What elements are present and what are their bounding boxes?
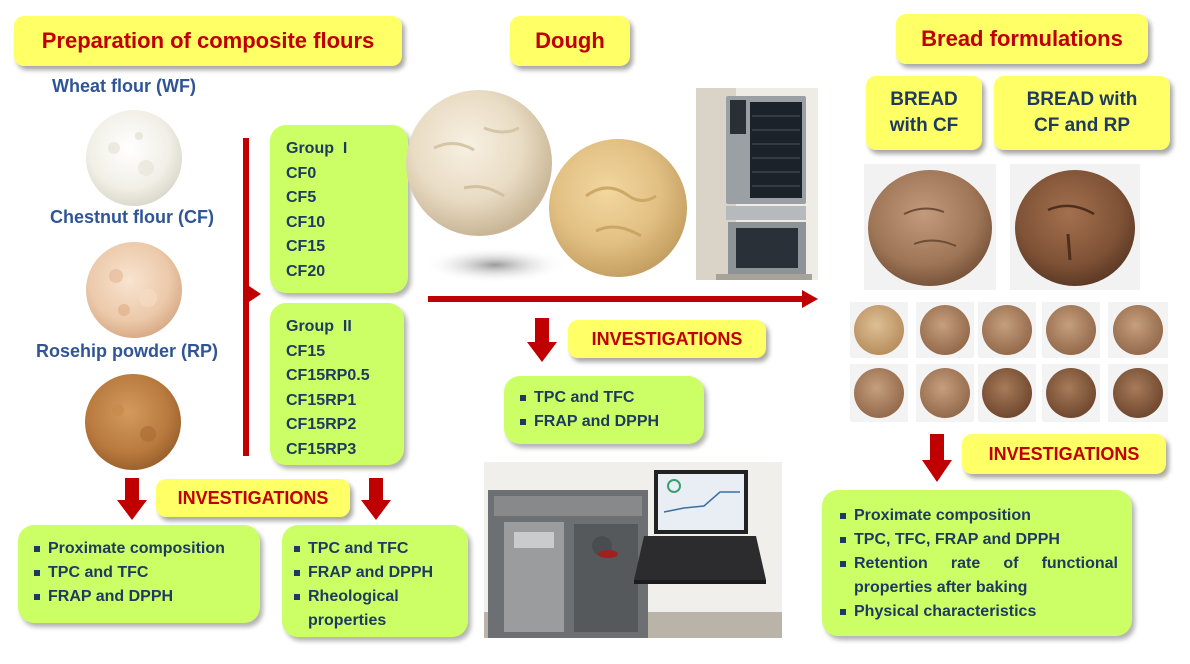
dough-ball-image xyxy=(406,90,552,236)
invest-item: Proximate composition xyxy=(34,537,260,561)
bread-invest-box: Proximate composition TPC, TFC, FRAP and… xyxy=(822,490,1132,636)
down-arrow-icon xyxy=(527,318,557,362)
invest-item: Proximate composition xyxy=(840,504,1118,528)
group-2-item: CF15RP2 xyxy=(286,416,357,433)
group-2-item: CF15 xyxy=(286,342,326,360)
rosehip-powder-image xyxy=(85,374,181,470)
group-2-item: CF15RP1 xyxy=(286,391,357,409)
bread-cf-image xyxy=(864,164,996,290)
dough-investigations-label: INVESTIGATIONS xyxy=(568,320,766,358)
group-1-item: CF5 xyxy=(286,189,317,206)
chestnut-flour-label: Chestnut flour (CF) xyxy=(50,207,214,227)
invest-item: Retention rate of functional properties … xyxy=(840,552,1118,600)
group-1-title: Group I xyxy=(286,140,348,157)
investigations-text: INVESTIGATIONS xyxy=(988,443,1140,464)
invest-item: TPC and TFC xyxy=(520,386,704,410)
group-2-item: CF15RP3 xyxy=(286,440,357,458)
invest-item: TPC and TFC xyxy=(34,561,260,585)
down-arrow-icon xyxy=(117,478,147,520)
group-1-item: CF15 xyxy=(286,238,326,255)
investigations-text: INVESTIGATIONS xyxy=(591,328,743,349)
investigations-text: INVESTIGATIONS xyxy=(177,487,329,508)
bracket-arrowhead xyxy=(249,286,261,302)
chestnut-flour-image xyxy=(86,242,182,338)
bread-investigations-label: INVESTIGATIONS xyxy=(962,434,1166,474)
dough-title-text: Dough xyxy=(535,28,605,53)
bread-with-cf-rp-label: BREAD with CF and RP xyxy=(994,76,1170,150)
invest-item: TPC and TFC xyxy=(294,537,464,561)
invest-item: TPC, TFC, FRAP and DPPH xyxy=(840,528,1118,552)
group-2-item: CF15RP0.5 xyxy=(286,367,370,384)
wheat-flour-image xyxy=(86,110,182,206)
dough-shadow xyxy=(423,247,567,283)
oven-image xyxy=(696,88,818,280)
down-arrow-icon xyxy=(922,434,952,482)
composite-investigations-label: INVESTIGATIONS xyxy=(156,479,350,517)
invest-item: FRAP and DPPH xyxy=(520,410,704,434)
process-arrow-line xyxy=(428,296,804,302)
down-arrow-icon xyxy=(361,478,391,520)
rosehip-powder-label: Rosehip powder (RP) xyxy=(36,341,219,361)
group-1-item: CF0 xyxy=(286,164,317,182)
group-2-title: Group II xyxy=(286,318,352,335)
composite-invest-left-box: Proximate composition TPC and TFC FRAP a… xyxy=(18,525,260,623)
invest-item: FRAP and DPPH xyxy=(34,585,260,609)
group-1-box: Group I CF0 CF5 CF10 CF15 CF20 xyxy=(270,125,408,293)
invest-item: Rheological properties xyxy=(294,585,418,633)
bracket-vertical-line xyxy=(243,138,249,456)
composite-flours-title: Preparation of composite flours xyxy=(14,16,402,66)
rheometer-image xyxy=(484,462,782,638)
bread-cf-rp-image xyxy=(1010,164,1140,290)
invest-item: Physical characteristics xyxy=(840,600,1118,624)
wheat-flour-label: Wheat flour (WF) xyxy=(52,76,196,96)
group-2-box: Group II CF15 CF15RP0.5 CF15RP1 CF15RP2 … xyxy=(270,303,404,465)
bread-formulations-title-text: Bread formulations xyxy=(921,26,1123,51)
dough-title: Dough xyxy=(510,16,630,66)
bread-with-cf-label: BREAD with CF xyxy=(866,76,982,150)
composite-flours-title-text: Preparation of composite flours xyxy=(41,28,375,53)
bread-samples-grid xyxy=(850,302,1168,422)
group-1-item: CF10 xyxy=(286,213,326,231)
bread-with-cf-rp-text: BREAD with CF and RP xyxy=(1026,89,1138,136)
group-1-item: CF20 xyxy=(286,262,326,280)
composite-invest-right-box: TPC and TFC FRAP and DPPH Rheological pr… xyxy=(282,525,468,637)
bread-with-cf-text: BREAD with CF xyxy=(889,89,959,136)
invest-item: FRAP and DPPH xyxy=(294,561,464,585)
bread-formulations-title: Bread formulations xyxy=(896,14,1148,64)
dough-invest-box: TPC and TFC FRAP and DPPH xyxy=(504,376,704,444)
dough-mix-image xyxy=(547,137,689,279)
process-arrowhead xyxy=(802,290,818,308)
